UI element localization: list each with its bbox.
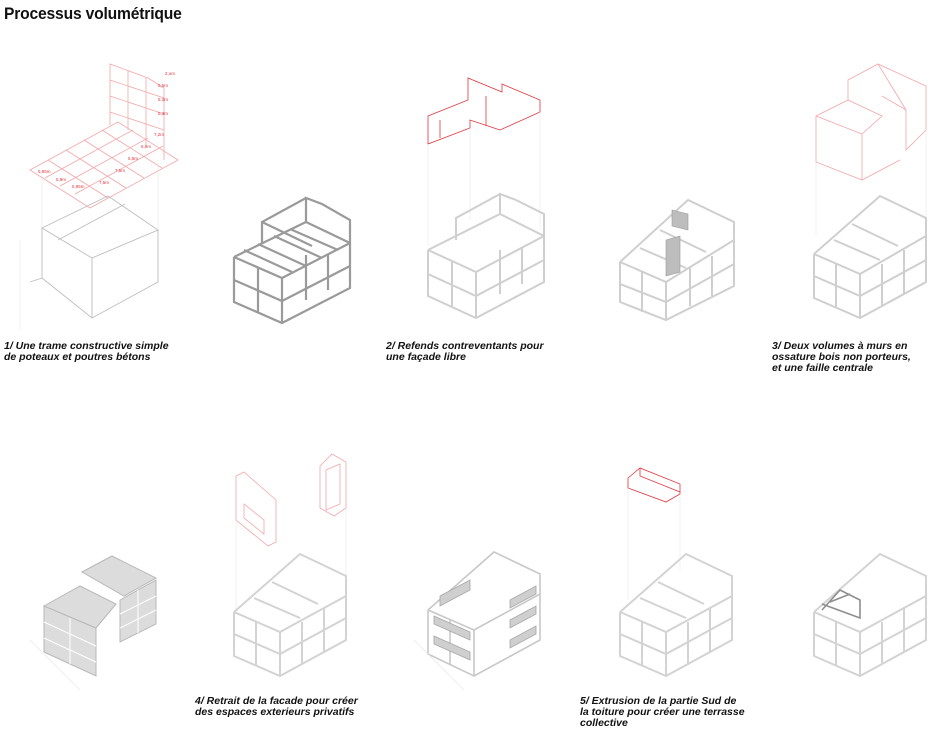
drawing-step1-massing: 2,om 5,5m 5,3m 5,3m 7,2m 6,9m 5,5m 7,5m … — [19, 63, 179, 330]
dim-label: 5,3m — [158, 97, 168, 102]
caption-step1: 1/ Une trame constructive simple de pote… — [4, 340, 169, 363]
drawing-step1-frame — [232, 196, 352, 325]
caption-step3: 3/ Deux volumes à murs en ossature bois … — [772, 340, 911, 374]
caption-step4: 4/ Retrait de la facade pour créer des e… — [195, 695, 358, 718]
dim-label: 7,5m — [99, 180, 109, 185]
dim-label: 5,5m — [158, 83, 168, 88]
drawing-step3-filled — [29, 555, 158, 691]
dim-label: 5,95m — [72, 184, 85, 189]
dimension-labels: 2,om 5,5m 5,3m 5,3m 7,2m 6,9m 5,5m 7,5m … — [38, 71, 175, 189]
dim-label: 6,9m — [141, 144, 151, 149]
caption-step2: 2/ Refends contreventants pour une façad… — [386, 340, 544, 363]
dim-label: 7,5m — [115, 168, 125, 173]
dim-label: 5,3m — [158, 111, 168, 116]
drawing-step5-final — [813, 552, 927, 678]
drawing-step4-retreat — [233, 453, 347, 678]
drawing-step4-facade — [413, 551, 541, 691]
dim-label: 5,95m — [38, 169, 51, 174]
solid-volume — [29, 195, 159, 319]
dim-label: 5,5m — [128, 156, 138, 161]
caption-step5: 5/ Extrusion de la partie Sud de la toit… — [580, 695, 745, 729]
drawing-step2-frame-walls — [619, 198, 735, 322]
drawing-step2-walls — [427, 77, 545, 320]
dim-label: 2,om — [165, 71, 175, 76]
dimension-grid — [29, 63, 179, 209]
dim-label: 7,2m — [154, 132, 164, 137]
dim-label: 5,9m — [56, 177, 66, 182]
drawing-step5-extrusion — [619, 467, 733, 678]
drawing-step3-volumes — [813, 63, 927, 320]
projection-lines — [19, 160, 159, 330]
page-title: Processus volumétrique — [4, 4, 182, 23]
